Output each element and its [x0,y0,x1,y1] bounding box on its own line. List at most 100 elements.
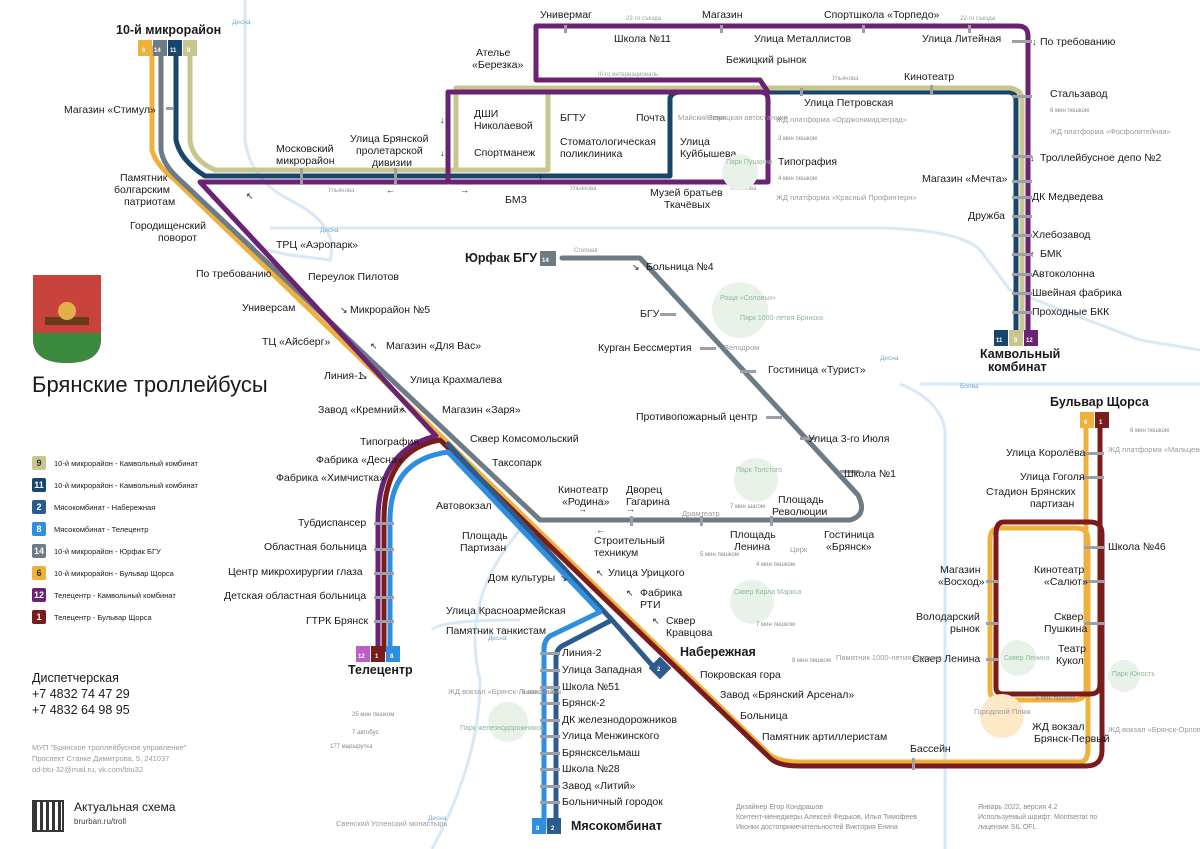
stop-label: пролетарской [356,145,423,157]
svg-text:11: 11 [170,48,177,54]
stop-label: «Березка» [472,59,523,71]
terminal-shorsa-badges: 6 1 [1080,412,1109,428]
stop-label: ТРЦ «Аэропарк» [276,239,358,251]
walk-layer: 3 мин пешком 4 мин пешком 6 мин пешком 7… [330,108,1169,750]
landmark-label: Парк Пушкина [726,159,773,166]
stop-label: Улица Королёва [1006,447,1086,459]
street-label: 22-го съезда [960,16,996,22]
landmark-label: Городской Пляж [974,707,1031,716]
actual-scheme-url[interactable]: brurban.ru/troll [74,817,127,826]
dispatcher-phone[interactable]: +7 4832 64 98 95 [32,703,130,717]
svg-text:7 автобус: 7 автобус [352,730,379,736]
stop-label: Пушкина [1044,623,1087,635]
stop-label: Магазин «Стимул» [64,104,156,116]
route-badge: 8 [32,522,46,536]
stop-label: Гагарина [626,496,670,508]
river-label: Десна [488,635,507,642]
stop-label: Кукол [1056,655,1084,667]
coat-of-arms-icon [33,275,101,363]
landmark-label: Велодром [724,343,759,352]
svg-text:↓: ↓ [440,115,445,125]
terminal-telecentr-badges: 12 1 8 [356,646,400,662]
stop-label: Улица Металлистов [754,33,852,45]
dispatcher-phone[interactable]: +7 4832 74 47 29 [32,687,130,701]
svg-text:↑: ↑ [1030,249,1035,259]
terminal-10-label: 10-й микрорайон [116,23,221,37]
svg-text:9: 9 [187,48,191,54]
stop-label: Проходные БКК [1032,306,1110,318]
stop-label: Брянск-2 [562,697,605,709]
svg-text:4 мин пешком: 4 мин пешком [778,176,817,182]
svg-text:↓: ↓ [440,148,445,158]
landmark-label: Бежицкая автостанция [708,113,788,122]
landmark-label: Свенский Успенский монастырь [336,819,447,828]
stop-label: партизан [1030,498,1074,510]
stop-label: Московский [276,143,334,155]
stop-label: Революции [772,506,827,518]
landmark-label: Роща «Соловьи» [720,295,776,302]
stop-label: Универмаг [540,9,592,21]
landmark-label: ЖД платформа «Красный Профинтерн» [776,193,917,202]
stop-label: Музей братьев [650,187,723,199]
stop-label: Магазин [702,9,743,21]
street-label: 22-го съезда [626,16,662,22]
stop-label: Спортманеж [474,147,535,159]
svg-text:1: 1 [1099,420,1103,426]
stop-label: поворот [158,232,197,244]
svg-text:↖: ↖ [246,191,254,201]
stop-label: Улица Крахмалева [410,374,502,386]
svg-text:1: 1 [375,654,379,660]
stop-label: Почта [636,112,665,124]
stop-label: Автоколонна [1032,268,1095,280]
stop-label: Школа №46 [1108,541,1166,553]
river-label: Десна [880,355,899,362]
terminal-kamv-label-2: комбинат [988,360,1047,374]
stop-label: Хлебозавод [1032,229,1090,241]
stop-label: Николаевой [474,120,533,132]
stop-label: Улица [680,136,710,148]
stop-label: Кинотеатр [558,484,608,496]
river-label: Десна [232,19,251,26]
river-label: Болва [960,383,979,390]
stop-label: Школа №1 [844,468,896,480]
stop-label: Швейная фабрика [1032,287,1122,299]
svg-text:6 мин пешком: 6 мин пешком [1130,428,1169,434]
route-badge: 9 [32,456,46,470]
stop-ticks [166,25,1104,804]
svg-text:7 мин шагом: 7 мин шагом [730,504,765,510]
stop-label: рынок [950,623,980,635]
landmark-label: Сквер Карла Маркса [734,589,801,596]
stop-label: Универсам [242,302,295,314]
stop-label: «Брянск» [826,541,872,553]
svg-text:177 маршрутка: 177 маршрутка [330,744,373,750]
stop-label: Куйбышева [680,148,737,160]
landmark-label: Майский парк [678,113,727,122]
stop-label: Областная больница [264,541,367,553]
stop-label: Магазин «Мечта» [922,173,1008,185]
terminal-shorsa-label: Бульвар Щорса [1050,395,1150,409]
route-badge: 14 [32,544,46,558]
stop-label: Школа №11 [614,33,671,45]
svg-text:8 мин пешком: 8 мин пешком [792,658,831,664]
stop-label: Гостиница «Турист» [768,364,866,376]
stop-label: Площадь [730,529,776,541]
stop-label: Улица Урицкого [608,567,685,579]
svg-text:↓: ↓ [1030,153,1035,163]
stop-label: Дом культуры [488,572,555,584]
terminal-nab-badge: 2 [648,656,672,680]
qr-code-icon[interactable] [32,800,64,832]
landmark-label: ЖД платформа «Мальцевская» [1108,445,1200,454]
terminal-telecentr-label: Телецентр [348,663,413,677]
svg-text:6: 6 [1084,420,1088,426]
stop-label: патриотам [124,196,175,208]
svg-text:←: ← [386,185,395,195]
stop-label: техникум [594,547,638,559]
svg-text:9 мин пешком: 9 мин пешком [522,690,561,696]
street-label: Ульянова [570,186,597,192]
svg-text:3 мин пешком: 3 мин пешком [778,136,817,142]
svg-text:→: → [460,185,469,195]
stop-label: «Салют» [1044,576,1088,588]
